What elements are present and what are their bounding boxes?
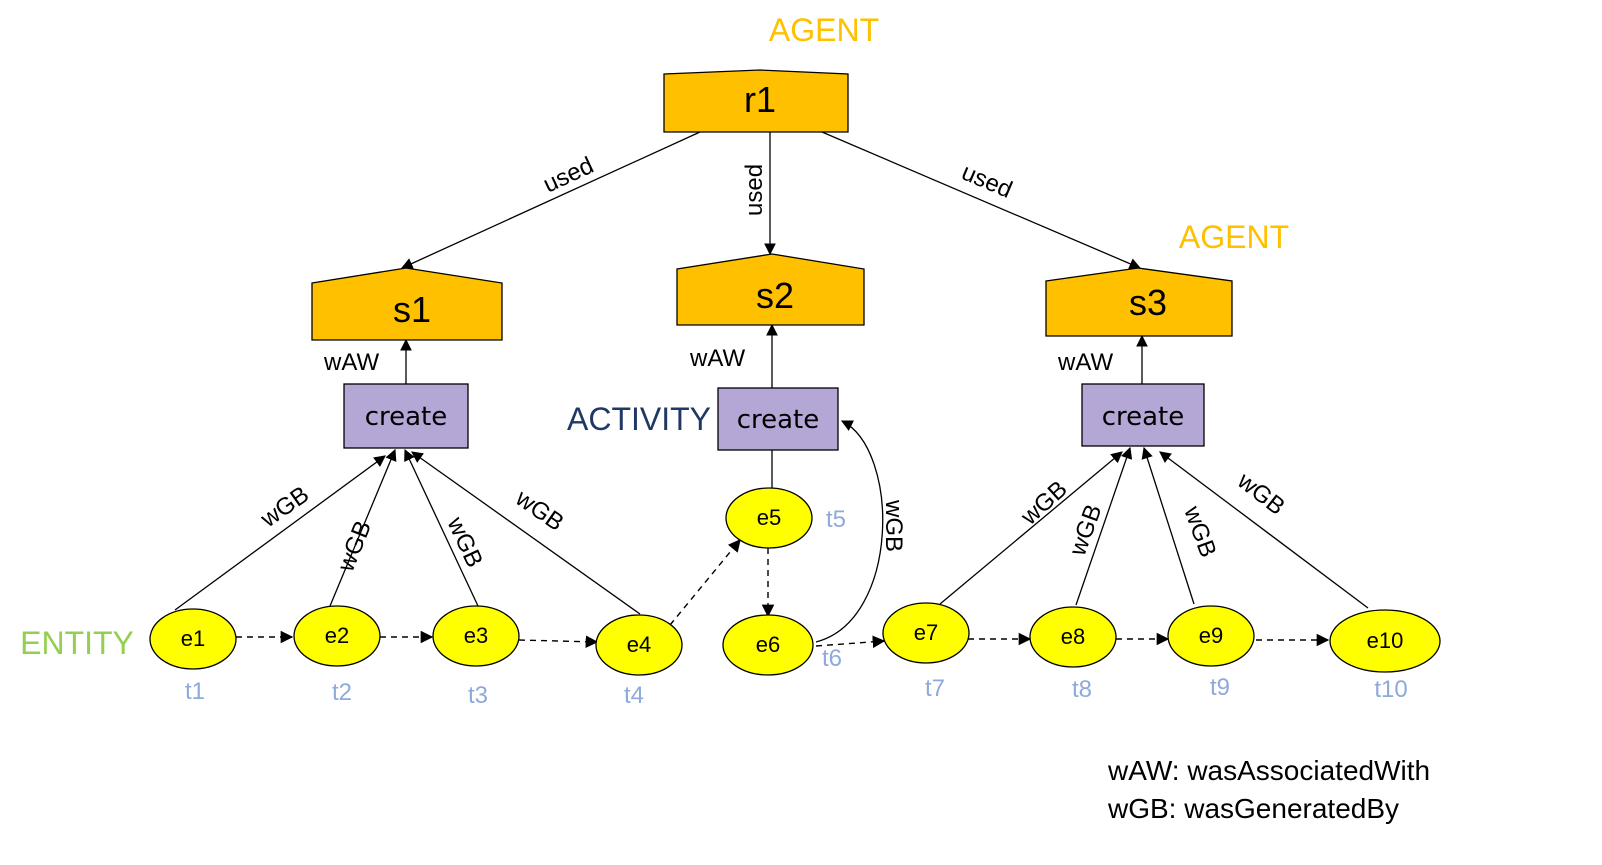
entity-e6-shape xyxy=(722,614,814,676)
entity-e8-shape xyxy=(1029,606,1117,668)
time-t10: t10 xyxy=(1374,676,1407,703)
label-wgb-e7: wGB xyxy=(1015,476,1072,532)
edge-wgb-e1 xyxy=(174,455,386,611)
activity-create-3-label: create xyxy=(1102,402,1185,432)
activity-create-2-shape xyxy=(717,387,839,451)
time-t1: t1 xyxy=(185,678,205,705)
edge-wgb-e7 xyxy=(939,451,1123,605)
label-wgb-e1: wGB xyxy=(255,481,314,534)
agent-s2-label: s2 xyxy=(756,275,794,316)
edge-used-s1 xyxy=(400,131,701,269)
edge-e4-e5 xyxy=(669,539,741,626)
entity-e7-label: e7 xyxy=(914,620,938,645)
activity-create-1-label: create xyxy=(365,402,448,432)
label-waw-s3: wAW xyxy=(1057,349,1113,376)
entities xyxy=(149,487,1441,676)
label-wgb-e2: wGB xyxy=(332,517,377,576)
entity-e2-shape xyxy=(293,605,381,667)
activity-create-2-label: create xyxy=(737,405,820,435)
agent-s1-shape xyxy=(311,267,503,341)
label-wgb-e8: wGB xyxy=(1064,501,1108,560)
legend-waw: wAW: wasAssociatedWith xyxy=(1107,755,1430,786)
entity-labels: e1 e2 e3 e4 e5 e6 e7 e8 e9 e10 xyxy=(181,505,1404,657)
entity-e9-label: e9 xyxy=(1199,623,1223,648)
edge-wgb-e3 xyxy=(404,448,479,607)
entity-e8-label: e8 xyxy=(1061,624,1085,649)
agent-s3-shape xyxy=(1045,267,1233,337)
label-wgb-e6: wGB xyxy=(880,499,907,552)
time-t8: t8 xyxy=(1072,676,1092,703)
edge-wgb-e8 xyxy=(1075,446,1133,606)
label-wgb-e9: wGB xyxy=(1178,502,1222,561)
time-t9: t9 xyxy=(1210,674,1230,701)
agent-s1-label: s1 xyxy=(393,289,431,330)
entity-e9-shape xyxy=(1167,605,1255,667)
edge-wgb-e2 xyxy=(329,448,397,607)
edges xyxy=(174,131,1369,643)
type-label-agent-top: AGENT xyxy=(769,12,879,48)
time-labels: t1 t2 t3 t4 t5 t6 t7 t8 t9 t10 xyxy=(185,506,1408,709)
edge-wgb-e10 xyxy=(1159,451,1369,609)
entity-e4-label: e4 xyxy=(627,632,651,657)
entity-e1-label: e1 xyxy=(181,626,205,651)
entity-e10-label: e10 xyxy=(1367,628,1404,653)
label-waw-s2: wAW xyxy=(689,345,745,372)
agent-s2-shape xyxy=(676,253,865,326)
label-used-s3: used xyxy=(958,159,1016,204)
time-t2: t2 xyxy=(332,679,352,706)
entity-e1-shape xyxy=(149,608,237,670)
entity-e3-label: e3 xyxy=(464,623,488,648)
time-t7: t7 xyxy=(925,675,945,702)
entity-e5-shape xyxy=(725,487,813,549)
entity-e2-label: e2 xyxy=(325,623,349,648)
agent-r1-label: r1 xyxy=(744,79,776,120)
agent-r1-shape xyxy=(663,69,849,133)
type-label-entity: ENTITY xyxy=(20,625,134,661)
edge-wgb-e9 xyxy=(1141,446,1195,605)
time-t4: t4 xyxy=(624,682,644,709)
label-wgb-e4: wGB xyxy=(510,484,569,537)
agent-s3-label: s3 xyxy=(1129,282,1167,323)
edge-e6-e7 xyxy=(815,635,886,649)
label-used-s2: used xyxy=(741,164,768,216)
edge-wgb-e6 xyxy=(815,420,884,643)
entity-e4-shape xyxy=(595,614,683,676)
edge-used-s3 xyxy=(821,131,1142,270)
entity-e7-shape xyxy=(882,602,970,664)
label-waw-s1: wAW xyxy=(323,349,379,376)
agents xyxy=(311,69,1233,341)
time-t5: t5 xyxy=(826,506,846,533)
activity-create-1-shape xyxy=(343,383,469,449)
entity-e5-label: e5 xyxy=(757,505,781,530)
time-t3: t3 xyxy=(468,682,488,709)
activities xyxy=(343,383,1205,451)
entity-e3-shape xyxy=(432,605,520,667)
edge-e3-e4 xyxy=(518,635,599,649)
time-t6: t6 xyxy=(822,645,842,672)
activity-create-3-shape xyxy=(1081,383,1205,447)
edge-wgb-e4 xyxy=(411,451,641,615)
type-label-activity: ACTIVITY xyxy=(567,401,711,437)
derivation-edges xyxy=(236,539,1330,649)
legend: wAW: wasAssociatedWith wGB: wasGenerated… xyxy=(1107,755,1430,824)
type-label-agent-right: AGENT xyxy=(1179,219,1289,255)
entity-e10-shape xyxy=(1329,609,1441,673)
legend-wgb: wGB: wasGeneratedBy xyxy=(1107,793,1399,824)
entity-e6-label: e6 xyxy=(756,632,780,657)
